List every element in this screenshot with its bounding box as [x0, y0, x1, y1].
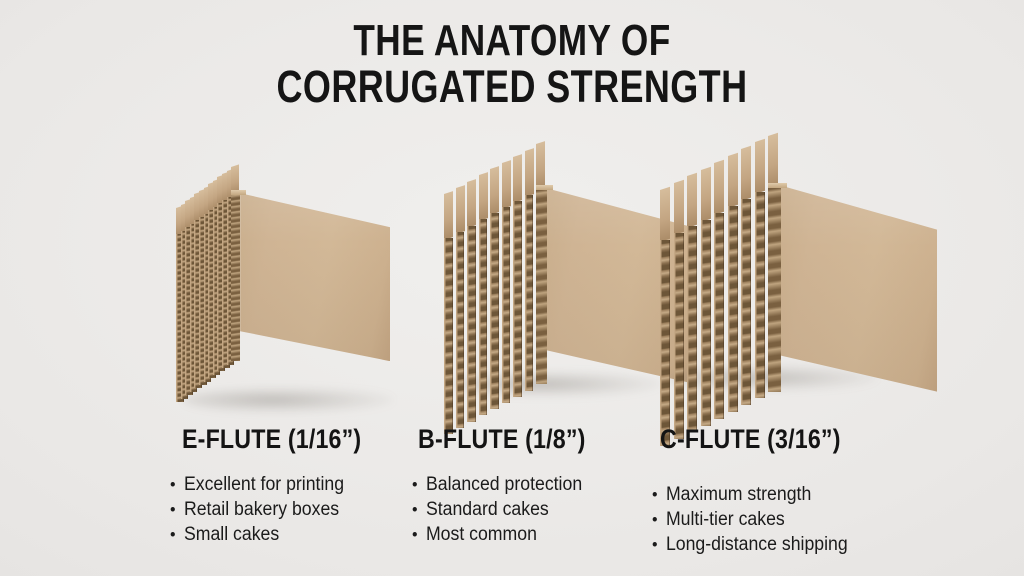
board-sheet-top-edge — [524, 147, 533, 197]
sample-b-flute — [444, 126, 697, 434]
board-sheet-edge — [222, 200, 230, 368]
board-face-top-edge — [231, 190, 247, 196]
board-sheet-edge — [501, 207, 510, 403]
board-sheet-top-edge — [513, 154, 522, 203]
board-front-core — [768, 185, 781, 392]
board-sheet-top-edge — [754, 139, 765, 195]
board-sheet-top-edge — [536, 141, 545, 191]
list-item: Excellent for printing — [170, 472, 384, 497]
list-item: Long-distance shipping — [652, 532, 892, 557]
board-face-top-edge — [768, 182, 787, 188]
list-item: Most common — [412, 522, 633, 547]
sample-shadow — [452, 371, 662, 397]
column-e-flute: E-FLUTE (1/16”) Excellent for printing R… — [150, 424, 400, 547]
flute-comparison-columns: E-FLUTE (1/16”) Excellent for printing R… — [0, 424, 1024, 576]
board-sheet-edge — [513, 200, 522, 397]
board-sheet-edge — [185, 227, 193, 396]
corrugated-board-b-flute — [444, 126, 697, 434]
board-sheet-top-edge — [768, 132, 778, 188]
corrugated-board-c-flute — [660, 120, 937, 446]
sample-shadow — [184, 387, 394, 413]
title-line-1: THE ANATOMY OF — [353, 16, 671, 65]
board-sheet-edge — [176, 234, 184, 402]
board-front-core — [536, 188, 547, 385]
board-sheet-top-edge — [455, 185, 464, 234]
board-sheet-edge — [700, 219, 711, 426]
column-heading-c-flute: C-FLUTE (3/16”) — [660, 424, 841, 454]
board-face-top-edge — [536, 185, 553, 191]
column-heading-e-flute: E-FLUTE (1/16”) — [182, 424, 362, 454]
board-sheet-top-edge — [467, 178, 476, 228]
board-sheet-edge — [203, 213, 212, 382]
board-sheet-edge — [467, 225, 476, 422]
board-sheet-edge — [180, 230, 189, 399]
board-sheet-edge — [217, 203, 225, 372]
column-c-flute: C-FLUTE (3/16”) Maximum strength Multi-t… — [640, 424, 910, 557]
board-sheet-edge — [660, 240, 670, 446]
board-sheet-top-edge — [700, 166, 711, 222]
board-sheet-edge — [714, 212, 724, 419]
list-item: Standard cakes — [412, 497, 633, 522]
board-sheet-top-edge — [727, 152, 738, 208]
board-sheet-edge — [687, 226, 697, 433]
board-sheet-edge — [189, 223, 198, 392]
board-sheet-edge — [212, 206, 221, 375]
board-sheet-top-edge — [660, 186, 670, 242]
bullet-list-c-flute: Maximum strength Multi-tier cakes Long-d… — [652, 482, 910, 557]
board-sheet-edge — [199, 217, 207, 385]
board-sheet-top-edge — [741, 145, 751, 202]
board-sheet-edge — [455, 231, 464, 428]
board-sheet-edge — [490, 213, 499, 410]
board-sheet-edge — [741, 199, 751, 406]
board-sheet-edge — [444, 238, 453, 434]
board-sheet-top-edge — [501, 160, 510, 209]
list-item: Balanced protection — [412, 472, 633, 497]
sample-c-flute — [660, 120, 937, 446]
board-sheet-edge — [673, 233, 684, 440]
list-item: Retail bakery boxes — [170, 497, 384, 522]
sample-illustrations — [0, 120, 1024, 446]
list-item: Multi-tier cakes — [652, 507, 892, 532]
board-face-panel — [240, 193, 391, 362]
board-sheet-top-edge — [490, 166, 499, 216]
board-sheet-top-edge — [444, 191, 453, 240]
bullet-list-e-flute: Excellent for printing Retail bakery box… — [170, 472, 400, 547]
page-title: THE ANATOMY OF CORRUGATED STRENGTH — [0, 18, 1024, 110]
list-item: Maximum strength — [652, 482, 892, 507]
column-b-flute: B-FLUTE (1/8”) Balanced protection Stand… — [400, 424, 650, 547]
board-sheet-top-edge — [673, 179, 684, 236]
board-sheet-edge — [754, 192, 765, 399]
board-sheet-top-edge — [687, 173, 697, 229]
sample-e-flute — [176, 142, 406, 417]
board-sheet-edge — [524, 194, 533, 391]
board-face-panel — [781, 185, 937, 392]
bullet-list-b-flute: Balanced protection Standard cakes Most … — [412, 472, 650, 547]
board-sheet-edge — [194, 220, 202, 389]
board-sheet-top-edge — [714, 159, 724, 215]
board-sheet-edge — [226, 196, 235, 365]
board-front-core — [231, 193, 241, 362]
column-heading-b-flute: B-FLUTE (1/8”) — [418, 424, 586, 454]
board-sheet-edge — [208, 210, 216, 379]
list-item: Small cakes — [170, 522, 384, 547]
title-line-2: CORRUGATED STRENGTH — [276, 61, 748, 112]
board-sheet-edge — [478, 219, 487, 416]
corrugated-board-e-flute — [176, 142, 406, 404]
board-sheet-edge — [727, 206, 738, 412]
board-sheet-top-edge — [478, 172, 487, 222]
